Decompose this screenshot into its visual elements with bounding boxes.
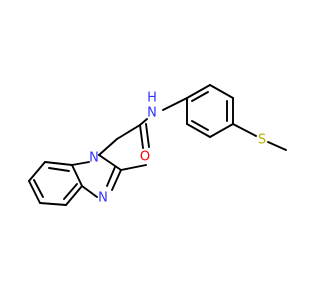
bond-phenyl-5 [186, 123, 211, 138]
bond-ch2-n1 [98, 138, 118, 156]
bond-c6-c7 [28, 161, 46, 182]
bond-c7a-c3a [71, 164, 83, 187]
atom-h-amide: H [147, 91, 157, 106]
bonds [28, 84, 287, 206]
bond-c2-methyl [120, 164, 147, 171]
bond-s-ring [232, 123, 257, 137]
bond-phenyl-3 [186, 84, 211, 99]
bond-c2-n3-1 [111, 169, 122, 191]
bond-n-carbonyl [139, 118, 148, 126]
atom-o-carbonyl: O [140, 150, 150, 165]
atom-s-thio: S [258, 133, 266, 148]
bond-c7-c7a [44, 161, 73, 166]
bond-carbonyl-o-1 [139, 124, 144, 149]
bond-phenyl-3-inner [191, 91, 209, 102]
bond-c2-n3-2 [106, 166, 116, 187]
bond-methyl-s [267, 141, 287, 151]
bond-c5-c6-inner [33, 179, 44, 198]
molecule-structure: N H O S N N [28, 84, 287, 206]
bond-phenyl-2 [209, 84, 234, 99]
bond-carbonyl-ch2 [116, 124, 141, 140]
bond-c5-c6 [28, 180, 41, 204]
bond-n1-c7a [71, 161, 90, 166]
bond-n3-c3a [81, 185, 98, 198]
atom-labels: N H O S N N [89, 91, 266, 206]
bond-phenyl-5-inner [191, 120, 209, 131]
bond-carbonyl-o-2 [145, 123, 150, 148]
bond-c3a-c4 [65, 185, 83, 206]
bond-n1-c2 [98, 154, 122, 171]
bond-ring-n [162, 97, 188, 111]
bond-c3a-c4-inner [63, 183, 78, 200]
bond-phenyl-6 [209, 123, 234, 138]
atom-n1-imidazole: N [89, 151, 99, 166]
bond-c4-c5 [39, 202, 67, 206]
bond-c7-c7a-inner [48, 167, 70, 172]
atom-n-amide: N [147, 106, 157, 121]
atom-n3-imidazole: N [98, 191, 108, 206]
